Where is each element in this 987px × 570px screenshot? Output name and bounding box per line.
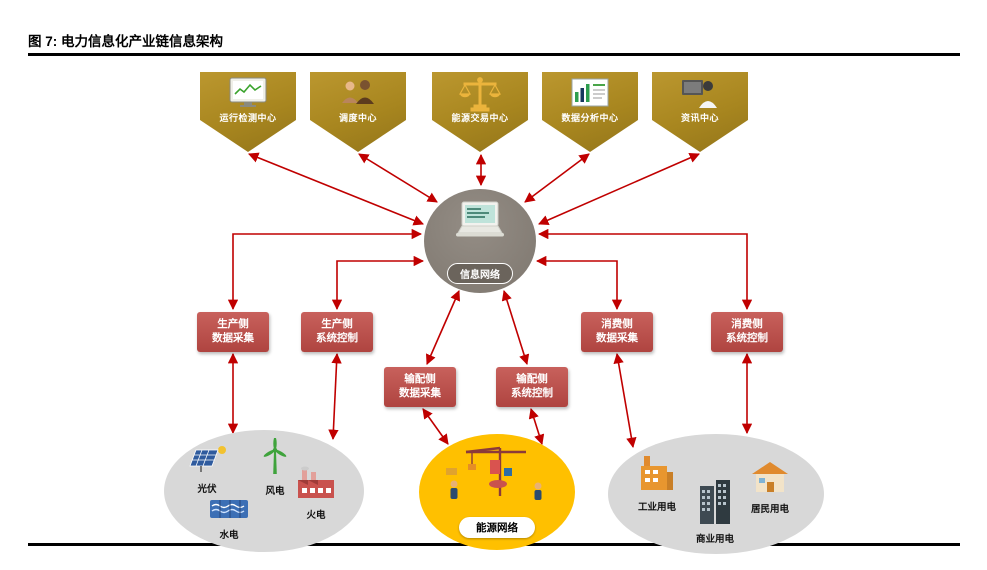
consumption-item-residential: 居民用电 (750, 460, 790, 515)
energy-network-label: 能源网络 (459, 517, 535, 538)
production-item-hydro: 水电 (208, 498, 250, 541)
energy-network-ellipse: 能源网络 (419, 434, 575, 550)
information-network-hub: 信息网络 (424, 189, 536, 293)
wind-turbine-icon (260, 437, 290, 481)
solar-panel-icon (184, 444, 230, 479)
box-label-line1: 输配侧 (516, 373, 548, 386)
production-item-thermal: 火电 (296, 466, 336, 521)
pentagon-shape: 能源交易中心 (432, 72, 528, 152)
production-item-solar: 光伏 (184, 444, 230, 495)
box-label-line1: 生产侧 (217, 318, 249, 331)
arrow-connector (331, 255, 425, 311)
box-transmission-data-collection: 输配侧 数据采集 (384, 367, 456, 407)
residential-house-icon (750, 460, 790, 499)
arrow-connector (425, 290, 461, 365)
monitor-chart-icon (200, 77, 296, 109)
person-news-icon (652, 77, 748, 109)
thermal-plant-icon (296, 466, 336, 505)
pentagon-shape: 资讯中心 (652, 72, 748, 152)
bar-chart-report-icon (542, 77, 638, 109)
pentagon-shape: 数据分析中心 (542, 72, 638, 152)
center-node-energy-trading: 能源交易中心 (432, 72, 528, 152)
arrow-connector (538, 152, 700, 226)
box-label-line2: 数据采集 (596, 332, 638, 344)
pentagon-shape: 运行检测中心 (200, 72, 296, 152)
arrow-connector (524, 153, 590, 203)
production-item-label: 光伏 (197, 484, 217, 495)
production-side-ellipse: 光伏 风电 (164, 430, 364, 552)
center-node-label: 数据分析中心 (561, 113, 619, 123)
box-consumption-system-control: 消费侧 系统控制 (711, 312, 783, 352)
production-item-label: 水电 (219, 530, 239, 541)
box-label-line1: 消费侧 (601, 318, 633, 331)
arrow-connector (501, 290, 530, 365)
arrow-connector (535, 255, 623, 311)
balance-scales-icon (432, 77, 528, 113)
consumption-item-label: 工业用电 (638, 502, 677, 513)
production-item-label: 火电 (306, 510, 326, 521)
consumption-item-industrial: 工业用电 (638, 454, 676, 513)
center-node-dispatch: 调度中心 (310, 72, 406, 152)
box-label-line2: 系统控制 (511, 387, 553, 399)
box-production-data-collection: 生产侧 数据采集 (197, 312, 269, 352)
laptop-icon (424, 200, 536, 240)
center-node-label: 调度中心 (338, 113, 377, 123)
figure-title: 图 7: 电力信息化产业链信息架构 (28, 34, 224, 49)
arrow-connector (227, 228, 423, 311)
pentagon-shape: 调度中心 (310, 72, 406, 152)
box-label-line1: 输配侧 (404, 373, 436, 386)
construction-crane-icon (436, 440, 558, 511)
arrow-connector (422, 408, 449, 445)
center-node-label: 资讯中心 (680, 113, 719, 123)
arrow-connector (528, 408, 545, 445)
production-item-label: 风电 (265, 486, 285, 497)
box-transmission-system-control: 输配侧 系统控制 (496, 367, 568, 407)
commercial-buildings-icon (698, 480, 732, 529)
consumption-item-commercial: 商业用电 (696, 480, 734, 545)
consumption-side-ellipse: 工业用电 (608, 434, 824, 554)
box-label-line2: 系统控制 (316, 332, 358, 344)
box-label-line2: 数据采集 (212, 332, 254, 344)
center-node-information: 资讯中心 (652, 72, 748, 152)
hub-label: 信息网络 (447, 263, 513, 284)
arrow-connector (537, 228, 753, 311)
people-group-icon (310, 77, 406, 109)
consumption-item-label: 商业用电 (696, 534, 735, 545)
box-consumption-data-collection: 消费侧 数据采集 (581, 312, 653, 352)
center-node-label: 运行检测中心 (219, 113, 277, 123)
center-node-label: 能源交易中心 (451, 113, 509, 123)
arrow-connector (613, 352, 637, 449)
box-label-line2: 系统控制 (726, 332, 768, 344)
hydro-power-icon (208, 498, 250, 525)
box-label-line2: 数据采集 (399, 387, 441, 399)
consumption-item-label: 居民用电 (750, 504, 789, 515)
industrial-building-icon (639, 454, 675, 497)
arrow-connector (358, 153, 438, 203)
box-label-line1: 消费侧 (731, 318, 763, 331)
center-node-data-analysis: 数据分析中心 (542, 72, 638, 152)
title-divider (28, 53, 960, 56)
arrow-connector (328, 352, 342, 441)
box-production-system-control: 生产侧 系统控制 (301, 312, 373, 352)
production-item-wind: 风电 (260, 437, 290, 497)
box-label-line1: 生产侧 (321, 318, 353, 331)
center-node-operation-monitoring: 运行检测中心 (200, 72, 296, 152)
arrow-connector (248, 152, 424, 226)
